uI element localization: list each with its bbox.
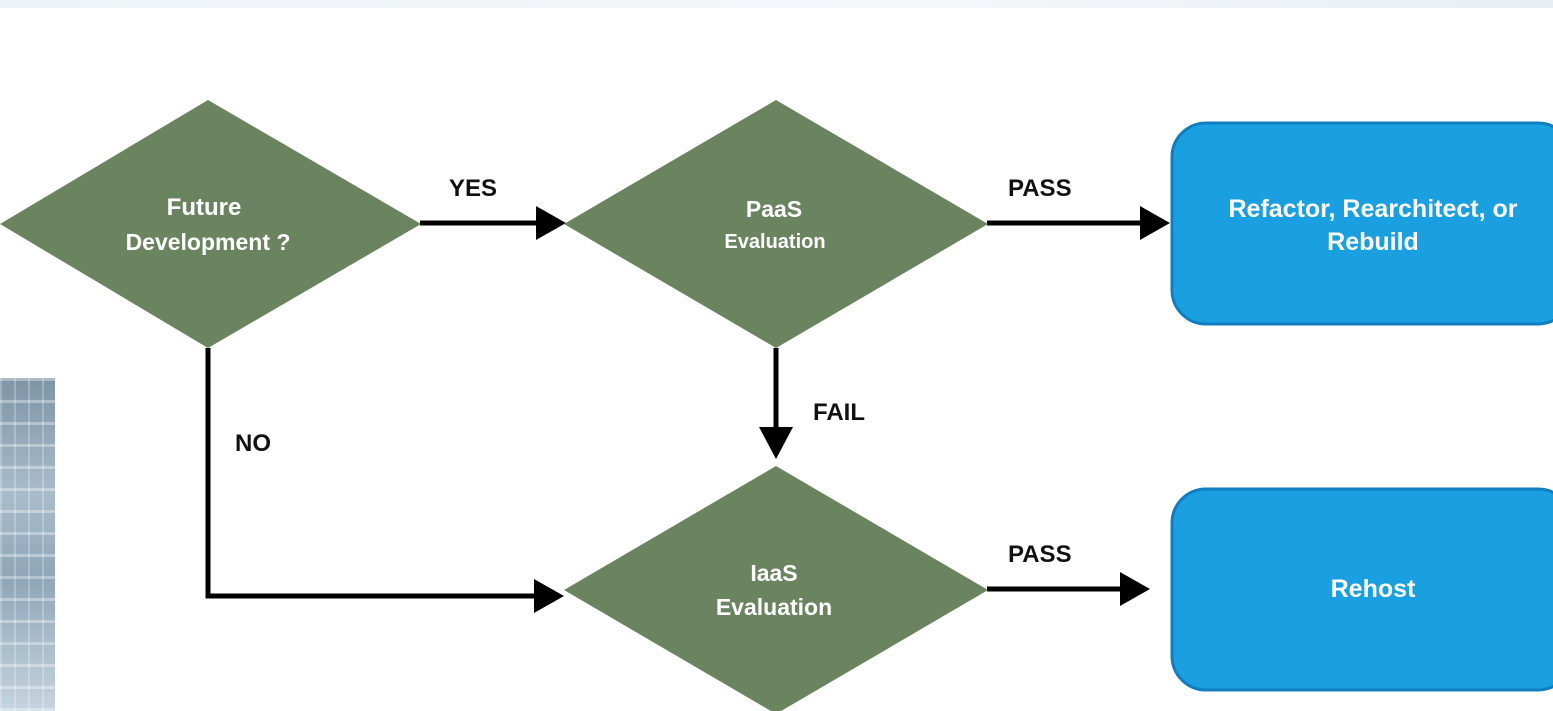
action-rehost-shape: [1170, 487, 1553, 692]
arrowhead-pass-top: [1140, 206, 1170, 240]
decision-iaas-evaluation: IaaS Evaluation: [564, 466, 988, 711]
action-refactor-rearchitect-rebuild: Refactor, Rearchitect, or Rebuild: [1170, 121, 1553, 326]
edges: [205, 206, 1170, 613]
edge-label-yes: YES: [449, 175, 497, 202]
arrowhead-yes: [536, 206, 566, 240]
future-development-line2: Development ?: [126, 229, 291, 255]
edge-label-pass-bottom: PASS: [1008, 541, 1072, 568]
rehost-label: Rehost: [1331, 575, 1416, 603]
iaas-line2: Evaluation: [716, 594, 832, 620]
decision-iaas-evaluation-shape: [564, 466, 988, 711]
action-rehost: Rehost: [1170, 487, 1553, 692]
warehouse-photo-strip: [0, 378, 55, 711]
arrowhead-pass-bottom: [1120, 572, 1150, 606]
decision-paas-evaluation-shape: [564, 100, 988, 348]
refactor-line2: Rebuild: [1327, 228, 1419, 256]
decision-future-development: Future Development ?: [0, 100, 421, 348]
decision-future-development-shape: [0, 100, 421, 348]
future-development-line1: Future: [167, 194, 242, 221]
decision-paas-evaluation: PaaS Evaluation: [564, 100, 988, 348]
refactor-line1: Refactor, Rearchitect, or: [1229, 195, 1518, 223]
edge-label-pass-top: PASS: [1008, 175, 1072, 202]
paas-line1: PaaS: [746, 196, 802, 222]
iaas-line1: IaaS: [750, 560, 797, 586]
action-refactor-shape: [1170, 121, 1553, 326]
top-decorative-band: [0, 0, 1553, 8]
edge-label-fail: FAIL: [813, 399, 865, 426]
arrowhead-fail: [759, 427, 793, 459]
edge-no: [205, 348, 556, 599]
arrowhead-no: [534, 579, 564, 613]
edge-label-no: NO: [235, 430, 271, 457]
paas-line2: Evaluation: [724, 231, 825, 253]
